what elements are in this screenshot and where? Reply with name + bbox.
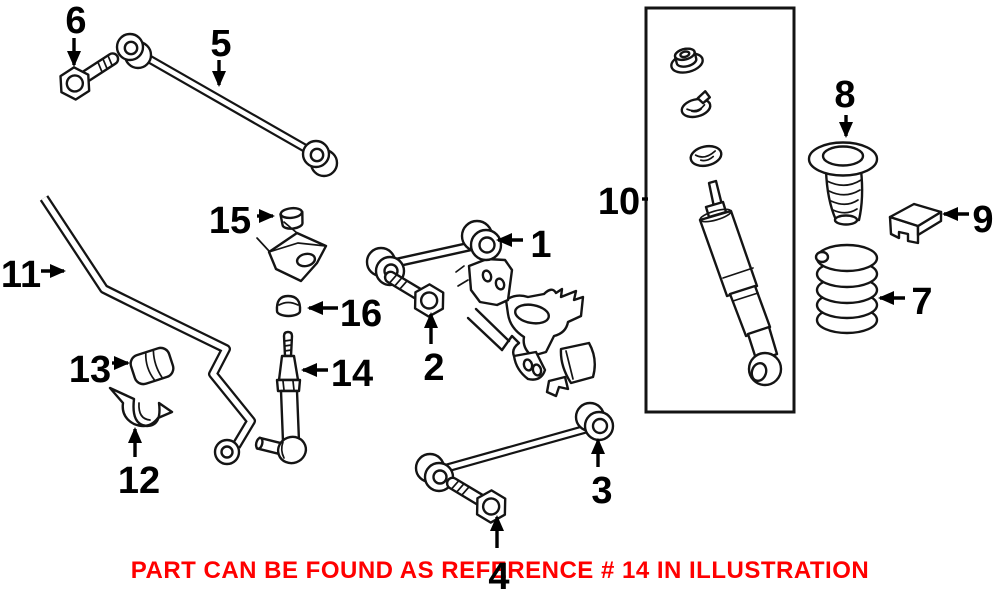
stabilizer-cushion-upper: [279, 206, 304, 230]
stabilizer-link: [254, 330, 308, 465]
axle-carrier-sketch: [455, 257, 596, 398]
callout-label-3: 3: [591, 470, 612, 512]
callout-label-8: 8: [834, 74, 855, 116]
stabilizer-bushing: [129, 346, 175, 386]
callout-label-2: 2: [423, 347, 444, 389]
callout-label-12: 12: [118, 460, 160, 502]
callout-arrows: [41, 38, 969, 548]
shock-absorber: [698, 179, 783, 387]
lower-arm-bolt: [439, 467, 514, 528]
coil-spring: [814, 243, 879, 335]
callout-label-1: 1: [530, 224, 551, 266]
callout-label-13: 13: [69, 349, 111, 391]
callout-label-4: 4: [488, 556, 509, 592]
callout-label-7: 7: [911, 281, 932, 323]
stabilizer-cushion-lower: [275, 294, 302, 318]
callout-label-11: 11: [1, 254, 41, 296]
callout-label-9: 9: [972, 199, 993, 241]
spring-bumper: [807, 141, 879, 226]
callout-label-10: 10: [598, 181, 640, 223]
stabilizer-bar: [39, 195, 256, 466]
shock-mount-retainer: [680, 90, 712, 119]
reference-note: PART CAN BE FOUND AS REFERENCE # 14 IN I…: [130, 557, 870, 584]
lateral-control-rod: [115, 32, 339, 178]
shock-mount-cushion: [689, 144, 723, 168]
callout-label-14: 14: [331, 353, 373, 395]
cushion-retainer-plate: [256, 221, 328, 283]
callout-label-6: 6: [65, 0, 86, 42]
stabilizer-bracket: [108, 386, 174, 428]
callout-label-15: 15: [209, 200, 251, 242]
callout-label-5: 5: [210, 23, 231, 65]
upper-arm-bolt: [377, 261, 452, 322]
lateral-rod-bolt: [52, 43, 127, 106]
callout-label-16: 16: [340, 293, 382, 335]
shock-mount-nut: [670, 47, 704, 74]
lower-control-arm: [414, 401, 615, 493]
spring-insulator: [888, 202, 943, 245]
